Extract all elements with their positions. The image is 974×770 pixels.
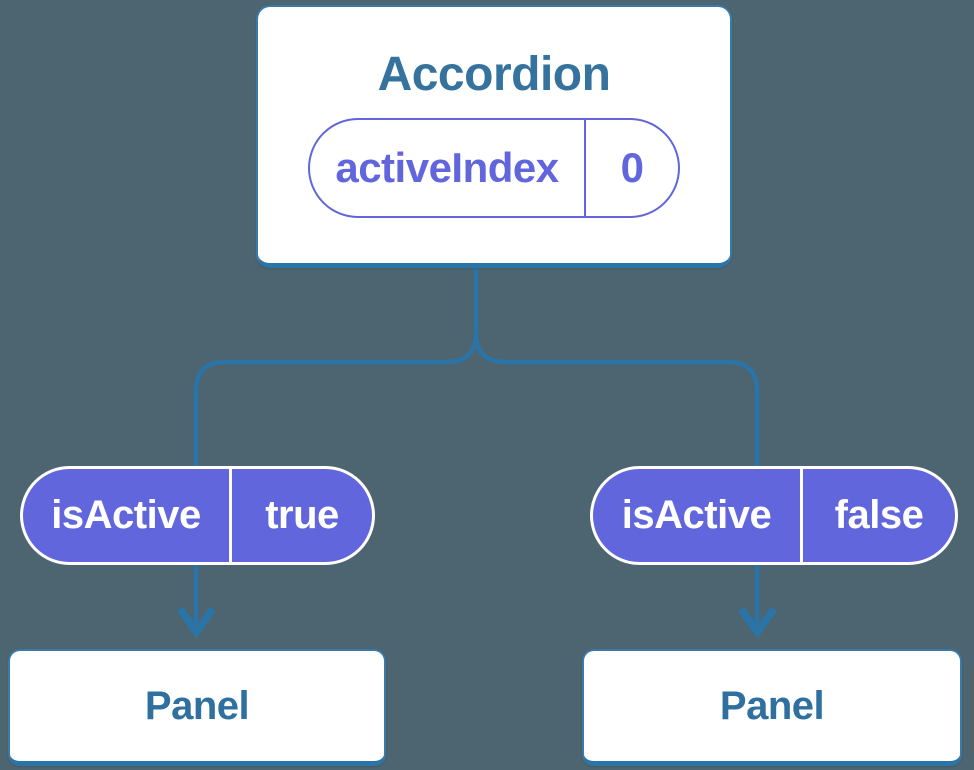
panel-component-box-left: Panel [8, 649, 386, 766]
component-title: Panel [144, 683, 250, 728]
prop-name: isActive [23, 469, 232, 562]
prop-value: true [265, 493, 339, 537]
arrow-down-icon [737, 606, 778, 639]
component-title: Accordion [377, 48, 611, 101]
prop-pill-left: isActive true [20, 466, 375, 565]
state-pill: activeIndex 0 [308, 118, 680, 218]
state-name: activeIndex [310, 120, 586, 216]
prop-pill-right: isActive false [590, 466, 958, 565]
component-title: Panel [719, 683, 825, 728]
panel-component-box-right: Panel [582, 649, 962, 766]
connector-left-branch [193, 332, 479, 624]
prop-name: isActive [593, 469, 803, 562]
arrow-down-icon [176, 606, 217, 639]
state-value: 0 [620, 144, 644, 191]
connector-right-branch [473, 332, 760, 624]
prop-value: false [834, 493, 924, 537]
